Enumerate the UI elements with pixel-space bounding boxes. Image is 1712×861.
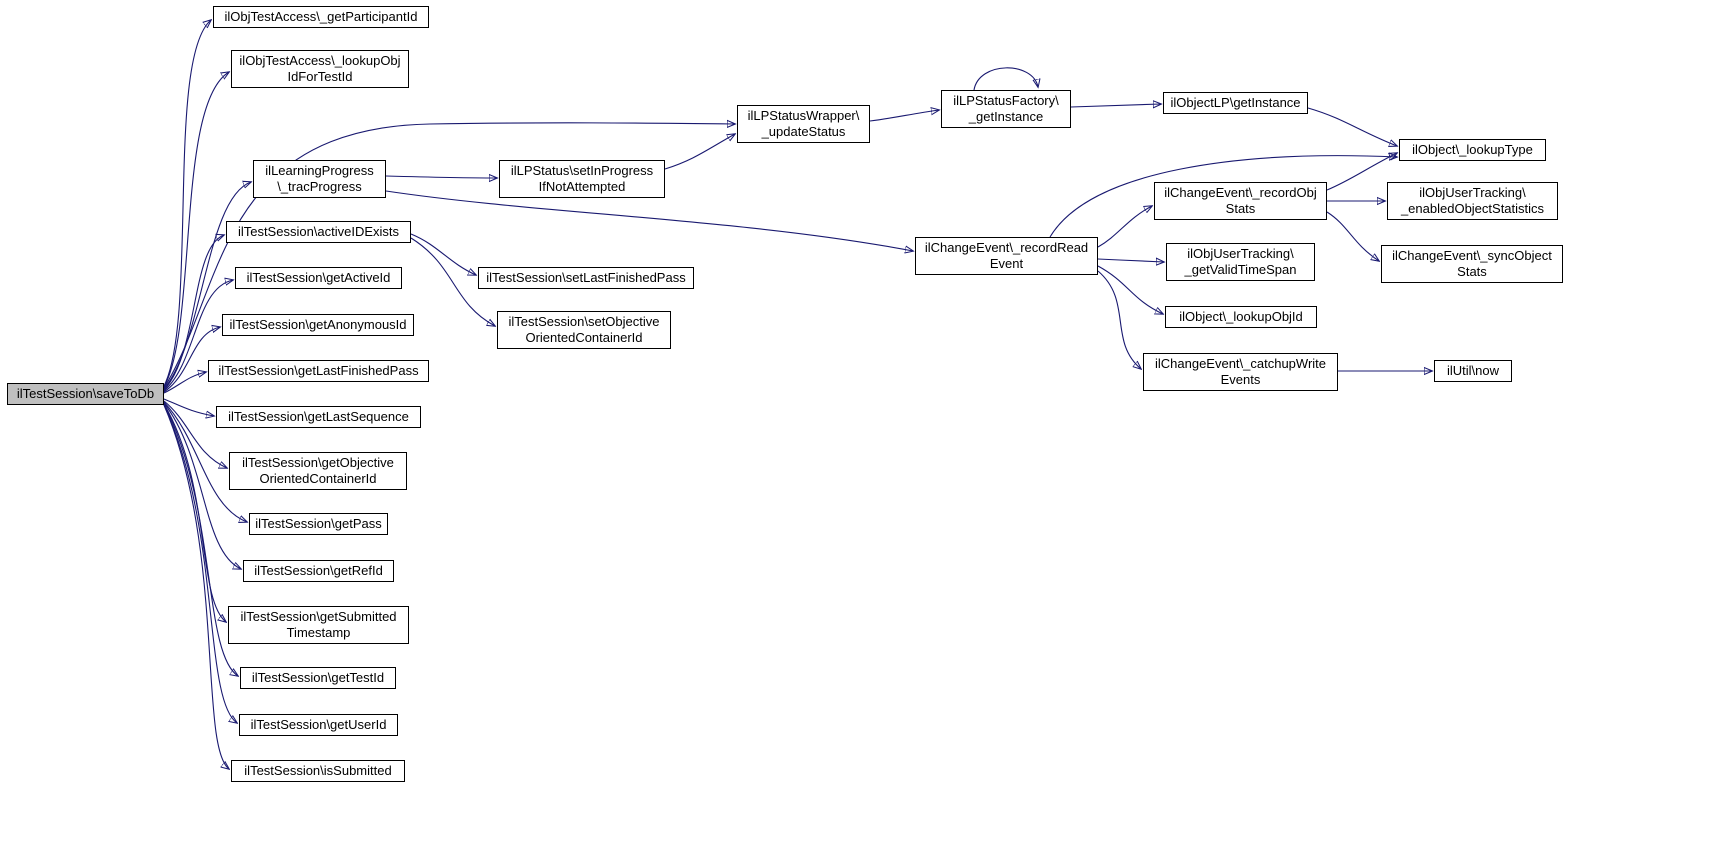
edge-recordReadEvent-recordObjStats: [1097, 206, 1152, 248]
edge-recordReadEvent-lookupObjId: [1097, 265, 1163, 314]
edge-saveToDb-getLastSequence: [163, 398, 214, 416]
edge-saveToDb-getPass: [163, 401, 247, 522]
edge-objectLPGetInstance-lookupType: [1307, 107, 1397, 146]
node-getSubmittedTimestamp[interactable]: ilTestSession\getSubmitted Timestamp: [228, 606, 409, 644]
node-syncObjectStats[interactable]: ilChangeEvent\_syncObject Stats: [1381, 245, 1563, 283]
edge-updateStatus-lpStatusFactoryGetInstance: [869, 110, 939, 122]
edge-recordObjStats-lookupType: [1326, 153, 1397, 191]
node-getValidTimeSpan[interactable]: ilObjUserTracking\ _getValidTimeSpan: [1166, 243, 1315, 281]
node-lookupObjId[interactable]: ilObject\_lookupObjId: [1165, 306, 1317, 328]
edge-recordReadEvent-lookupType: [1049, 156, 1397, 238]
edge-saveToDb-getAnonymousId: [163, 327, 220, 393]
node-isSubmitted[interactable]: ilTestSession\isSubmitted: [231, 760, 405, 782]
node-utilNow[interactable]: ilUtil\now: [1434, 360, 1512, 382]
node-lookupType[interactable]: ilObject\_lookupType: [1399, 139, 1546, 161]
node-setObjectiveOrientedContainerId[interactable]: ilTestSession\setObjective OrientedConta…: [497, 311, 671, 349]
node-getRefId[interactable]: ilTestSession\getRefId: [243, 560, 394, 582]
edge-saveToDb-lookupObjIdForTestId: [163, 72, 229, 388]
edge-saveToDb-getParticipantId: [163, 20, 211, 387]
edge-recordReadEvent-getValidTimeSpan: [1097, 259, 1164, 262]
edge-activeIDExists-setLastFinishedPass: [410, 233, 476, 275]
edge-recordObjStats-syncObjectStats: [1326, 211, 1379, 261]
node-getParticipantId[interactable]: ilObjTestAccess\_getParticipantId: [213, 6, 429, 28]
edge-saveToDb-tracProgress: [163, 182, 251, 390]
node-setInProgressIfNotAttempted[interactable]: ilLPStatus\setInProgress IfNotAttempted: [499, 160, 665, 198]
edge-recordReadEvent-catchupWriteEvents: [1097, 270, 1141, 369]
edge-saveToDb-activeIDExists: [163, 235, 224, 391]
node-updateStatus[interactable]: ilLPStatusWrapper\ _updateStatus: [737, 105, 870, 143]
node-recordReadEvent[interactable]: ilChangeEvent\_recordRead Event: [915, 237, 1098, 275]
node-getTestId[interactable]: ilTestSession\getTestId: [240, 667, 396, 689]
node-getUserId[interactable]: ilTestSession\getUserId: [239, 714, 398, 736]
node-getLastSequence[interactable]: ilTestSession\getLastSequence: [216, 406, 421, 428]
edge-setInProgressIfNotAttempted-updateStatus: [664, 134, 735, 170]
edge-tracProgress-recordReadEvent: [385, 190, 913, 251]
node-getObjectiveOrientedContainerId[interactable]: ilTestSession\getObjective OrientedConta…: [229, 452, 407, 490]
node-getPass[interactable]: ilTestSession\getPass: [249, 513, 388, 535]
edge-tracProgress-setInProgressIfNotAttempted: [385, 176, 497, 178]
node-getAnonymousId[interactable]: ilTestSession\getAnonymousId: [222, 314, 414, 336]
node-catchupWriteEvents[interactable]: ilChangeEvent\_catchupWrite Events: [1143, 353, 1338, 391]
node-enabledObjectStatistics[interactable]: ilObjUserTracking\ _enabledObjectStatist…: [1387, 182, 1558, 220]
node-recordObjStats[interactable]: ilChangeEvent\_recordObj Stats: [1154, 182, 1327, 220]
edge-saveToDb-getObjectiveOrientedContainerId: [163, 400, 227, 468]
edge-lpStatusFactoryGetInstance-self: [973, 67, 1038, 91]
node-setLastFinishedPass[interactable]: ilTestSession\setLastFinishedPass: [478, 267, 694, 289]
node-saveToDb: ilTestSession\saveToDb: [7, 383, 164, 405]
edge-saveToDb-updateStatus: [163, 123, 735, 389]
node-getLastFinishedPass[interactable]: ilTestSession\getLastFinishedPass: [208, 360, 429, 382]
node-lookupObjIdForTestId[interactable]: ilObjTestAccess\_lookupObj IdForTestId: [231, 50, 409, 88]
edge-saveToDb-isSubmitted: [163, 404, 229, 769]
edge-lpStatusFactoryGetInstance-objectLPGetInstance: [1070, 104, 1161, 107]
edge-saveToDb-getUserId: [163, 404, 237, 723]
node-getActiveId[interactable]: ilTestSession\getActiveId: [235, 267, 402, 289]
node-lpStatusFactoryGetInstance[interactable]: ilLPStatusFactory\ _getInstance: [941, 90, 1071, 128]
edge-activeIDExists-setObjectiveOrientedContainerId: [410, 237, 495, 326]
edge-saveToDb-getActiveId: [163, 280, 233, 392]
edge-saveToDb-getRefId: [163, 402, 241, 569]
node-tracProgress[interactable]: ilLearningProgress \_tracProgress: [253, 160, 386, 198]
edge-saveToDb-getTestId: [163, 403, 238, 676]
edge-saveToDb-getLastFinishedPass: [163, 372, 206, 394]
node-objectLPGetInstance[interactable]: ilObjectLP\getInstance: [1163, 92, 1308, 114]
node-activeIDExists[interactable]: ilTestSession\activeIDExists: [226, 221, 411, 243]
